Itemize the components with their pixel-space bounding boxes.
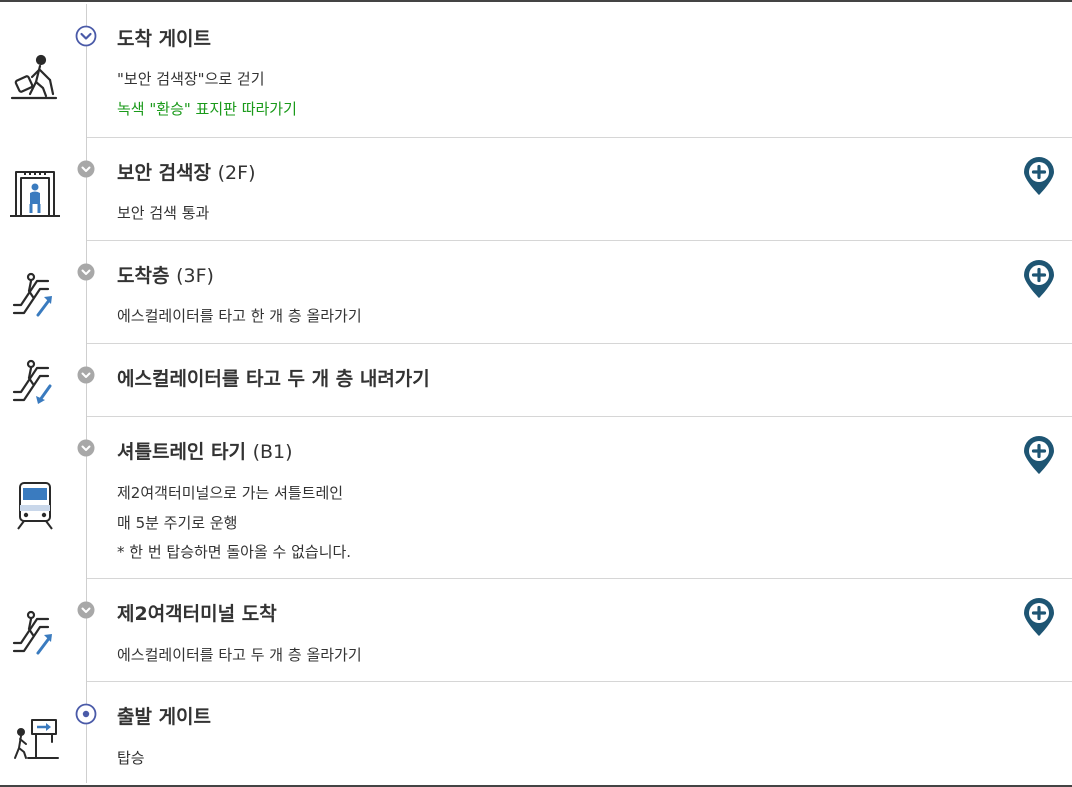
step-title: 보안 검색장 (2F) xyxy=(117,158,255,185)
map-pin-add-icon[interactable] xyxy=(1022,156,1056,196)
floor-label: (2F) xyxy=(217,162,256,184)
step-description: 제2여객터미널으로 가는 셔틀트레인 매 5분 주기로 운행 * 한 번 탑승하… xyxy=(117,479,351,568)
map-pin-add-icon[interactable] xyxy=(1022,435,1056,475)
description-line: 탑승 xyxy=(117,749,145,767)
divider xyxy=(87,240,1072,241)
step-arrival-gate: 도착 게이트 "보안 검색장"으로 걷기 녹색 "환승" 표지판 따라가기 xyxy=(0,2,1072,138)
step-title: 출발 게이트 xyxy=(117,706,212,728)
step-arrival-floor: 도착층 (3F) 에스컬레이터를 타고 한 개 층 올라가기 xyxy=(0,241,1072,344)
step-terminal2-arrival: 제2여객터미널 도착 에스컬레이터를 타고 두 개 층 올라가기 xyxy=(0,579,1072,682)
security-gate-icon xyxy=(10,171,60,217)
map-pin-add-icon[interactable] xyxy=(1022,259,1056,299)
floor-label: (3F) xyxy=(176,265,214,287)
escalator-up-icon xyxy=(12,272,52,317)
description-line: * 한 번 탑승하면 돌아올 수 없습니다. xyxy=(117,543,352,561)
shuttle-train-icon xyxy=(17,482,53,530)
description-line: 매 5분 주기로 운행 xyxy=(117,513,238,532)
map-pin-add-icon[interactable] xyxy=(1022,597,1056,637)
step-title: 셔틀트레인 타기 (B1) xyxy=(117,437,293,464)
chevron-down-circle-icon[interactable] xyxy=(75,25,97,47)
divider xyxy=(87,343,1072,344)
step-title: 에스컬레이터를 타고 두 개 층 내려가기 xyxy=(117,368,430,390)
gray-chevron-icon[interactable] xyxy=(75,158,97,180)
escalator-up-icon xyxy=(12,610,52,655)
step-security-checkpoint: 보안 검색장 (2F) 보안 검색 통과 xyxy=(0,138,1072,241)
step-title: 도착 게이트 xyxy=(117,28,212,50)
step-description: "보안 검색장"으로 걷기 녹색 "환승" 표지판 따라가기 xyxy=(117,65,297,124)
description-line: "보안 검색장"으로 걷기 xyxy=(117,70,265,88)
step-shuttle-train: 셔틀트레인 타기 (B1) 제2여객터미널으로 가는 셔틀트레인 매 5분 주기… xyxy=(0,417,1072,579)
dot-circle-icon[interactable] xyxy=(75,703,97,725)
step-title-text: 셔틀트레인 타기 xyxy=(117,441,246,463)
description-line: 제2여객터미널으로 가는 셔틀트레인 xyxy=(117,484,344,502)
departure-gate-icon xyxy=(14,719,59,759)
timeline-line xyxy=(86,4,87,783)
divider xyxy=(87,578,1072,579)
walking-traveler-icon xyxy=(10,54,58,100)
description-line: 보안 검색 통과 xyxy=(117,204,210,222)
description-line: 에스컬레이터를 타고 한 개 층 올라가기 xyxy=(117,307,362,325)
divider xyxy=(87,681,1072,682)
step-description: 에스컬레이터를 타고 두 개 층 올라가기 xyxy=(117,641,362,671)
step-departure-gate: 출발 게이트 탑승 xyxy=(0,682,1072,785)
divider xyxy=(87,416,1072,417)
step-title-text: 도착층 xyxy=(117,265,170,287)
divider xyxy=(87,137,1072,138)
escalator-down-icon xyxy=(12,359,52,404)
step-title: 제2여객터미널 도착 xyxy=(117,603,277,625)
description-line: 에스컬레이터를 타고 두 개 층 올라가기 xyxy=(117,646,362,664)
step-title: 도착층 (3F) xyxy=(117,261,214,288)
step-description: 보안 검색 통과 xyxy=(117,199,209,229)
step-title-text: 보안 검색장 xyxy=(117,162,212,184)
gray-chevron-icon[interactable] xyxy=(75,437,97,459)
step-description: 에스컬레이터를 타고 한 개 층 올라가기 xyxy=(117,302,362,332)
step-description: 탑승 xyxy=(117,744,145,774)
floor-label: (B1) xyxy=(252,441,293,463)
description-line-highlight: 녹색 "환승" 표지판 따라가기 xyxy=(117,99,297,118)
step-escalator-down: 에스컬레이터를 타고 두 개 층 내려가기 xyxy=(0,344,1072,417)
gray-chevron-icon[interactable] xyxy=(75,364,97,386)
gray-chevron-icon[interactable] xyxy=(75,599,97,621)
gray-chevron-icon[interactable] xyxy=(75,261,97,283)
